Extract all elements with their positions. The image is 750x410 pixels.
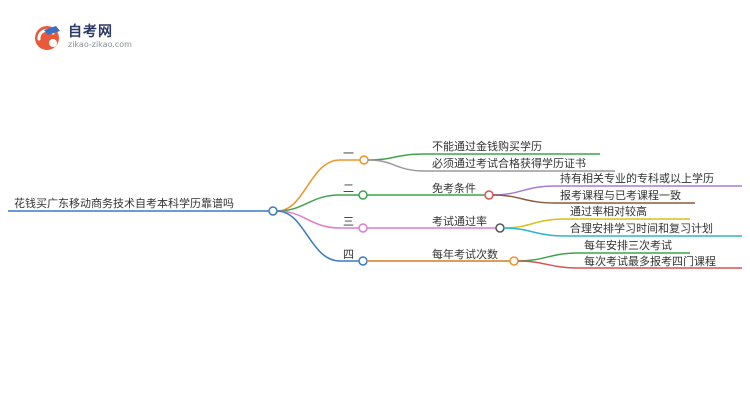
branch-4-mid-node[interactable] <box>358 256 368 266</box>
branch-2-mid-node[interactable] <box>358 190 368 200</box>
branch-2-node[interactable] <box>484 190 494 200</box>
branch-4-node[interactable] <box>509 256 519 266</box>
branch-4-child-2-label: 每次考试最多报考四门课程 <box>584 254 716 268</box>
branch-4-child-2-edge <box>517 260 742 269</box>
branch-1-child-1-label: 不能通过金钱购买学历 <box>432 139 542 153</box>
branch-3-edge <box>276 210 497 229</box>
branch-4-child-1-label: 每年安排三次考试 <box>584 238 672 252</box>
branch-4-label: 每年考试次数 <box>432 247 498 261</box>
site-logo[interactable]: 自考网 zikao-zikao.com <box>32 20 142 54</box>
branch-4-edge <box>276 210 511 262</box>
branch-2-child-2-edge <box>492 194 695 204</box>
graduation-logo-icon <box>35 26 60 50</box>
branch-4-marker: 四 <box>343 248 354 261</box>
branch-1-node[interactable] <box>359 155 369 165</box>
branch-1-edge <box>276 159 362 212</box>
logo-url: zikao-zikao.com <box>68 40 132 49</box>
branch-1-child-2-edge <box>367 159 615 172</box>
root-node[interactable] <box>268 206 278 216</box>
branch-3-child-2-label: 合理安排学习时间和复习计划 <box>570 221 713 235</box>
branch-2-child-2-label: 报考课程与已考课程一致 <box>560 188 681 202</box>
branch-2-marker: 二 <box>343 182 354 195</box>
branch-2-child-1-label: 持有相关专业的专科或以上学历 <box>560 171 714 185</box>
root-label: 花钱买广东移动商务技术自考本科学历靠谱吗 <box>14 196 234 210</box>
branch-3-label: 考试通过率 <box>432 214 487 228</box>
branch-3-marker: 三 <box>343 215 354 228</box>
branch-3-child-2-edge <box>503 227 742 237</box>
branch-1-marker: 一 <box>343 147 354 160</box>
logo-title: 自考网 <box>68 24 113 40</box>
branch-1-child-2-label: 必须通过考试合格获得学历证书 <box>432 156 586 170</box>
branch-3-child-1-label: 通过率相对较高 <box>570 204 647 218</box>
branch-2-label: 免考条件 <box>432 181 476 195</box>
branch-2-edge <box>276 194 486 212</box>
branch-3-mid-node[interactable] <box>358 223 368 233</box>
branch-3-node[interactable] <box>495 223 505 233</box>
